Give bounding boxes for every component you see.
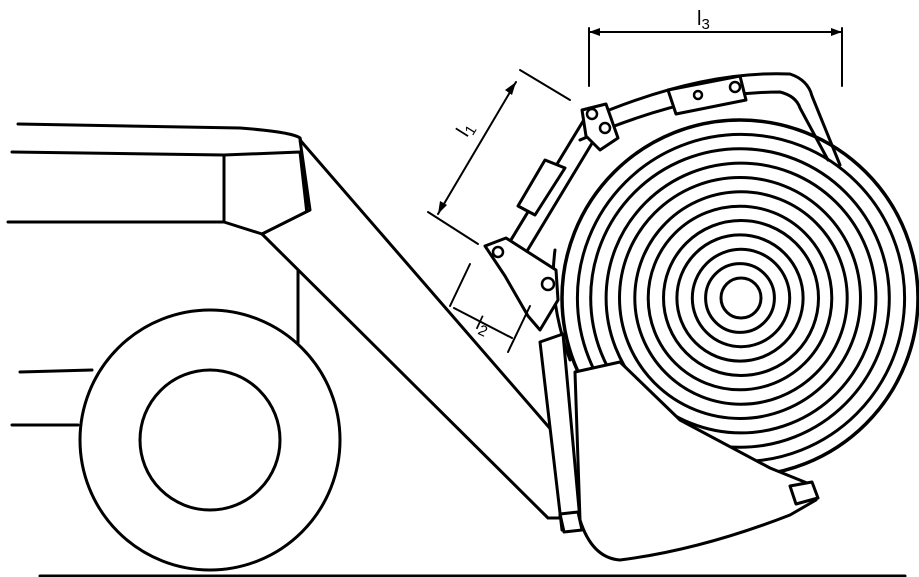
label-l1: l1: [452, 118, 480, 142]
bale-ring: [646, 204, 834, 392]
bale-ring: [704, 262, 776, 334]
hydraulic-cylinder: [498, 102, 620, 268]
bale-ring: [633, 190, 849, 406]
clamp-pin-left: [692, 89, 704, 101]
bale-clamp-arm: [578, 72, 842, 167]
bale-ring: [690, 247, 792, 349]
bale-ring: [604, 161, 878, 435]
bale-ring: [662, 219, 820, 377]
bale-ring: [618, 176, 862, 420]
tractor-wheel: [78, 308, 342, 572]
bracket-pin-upper: [491, 245, 505, 259]
bracket-pin-lower: [540, 276, 556, 292]
bale-ring: [589, 147, 891, 449]
dimension-l3: l3: [588, 8, 843, 87]
clamp-pin-right: [728, 80, 742, 94]
label-l3: l3: [697, 8, 710, 33]
bale-ring: [719, 276, 763, 320]
bucket-frame: [483, 236, 820, 562]
bale-ring: [675, 233, 805, 363]
